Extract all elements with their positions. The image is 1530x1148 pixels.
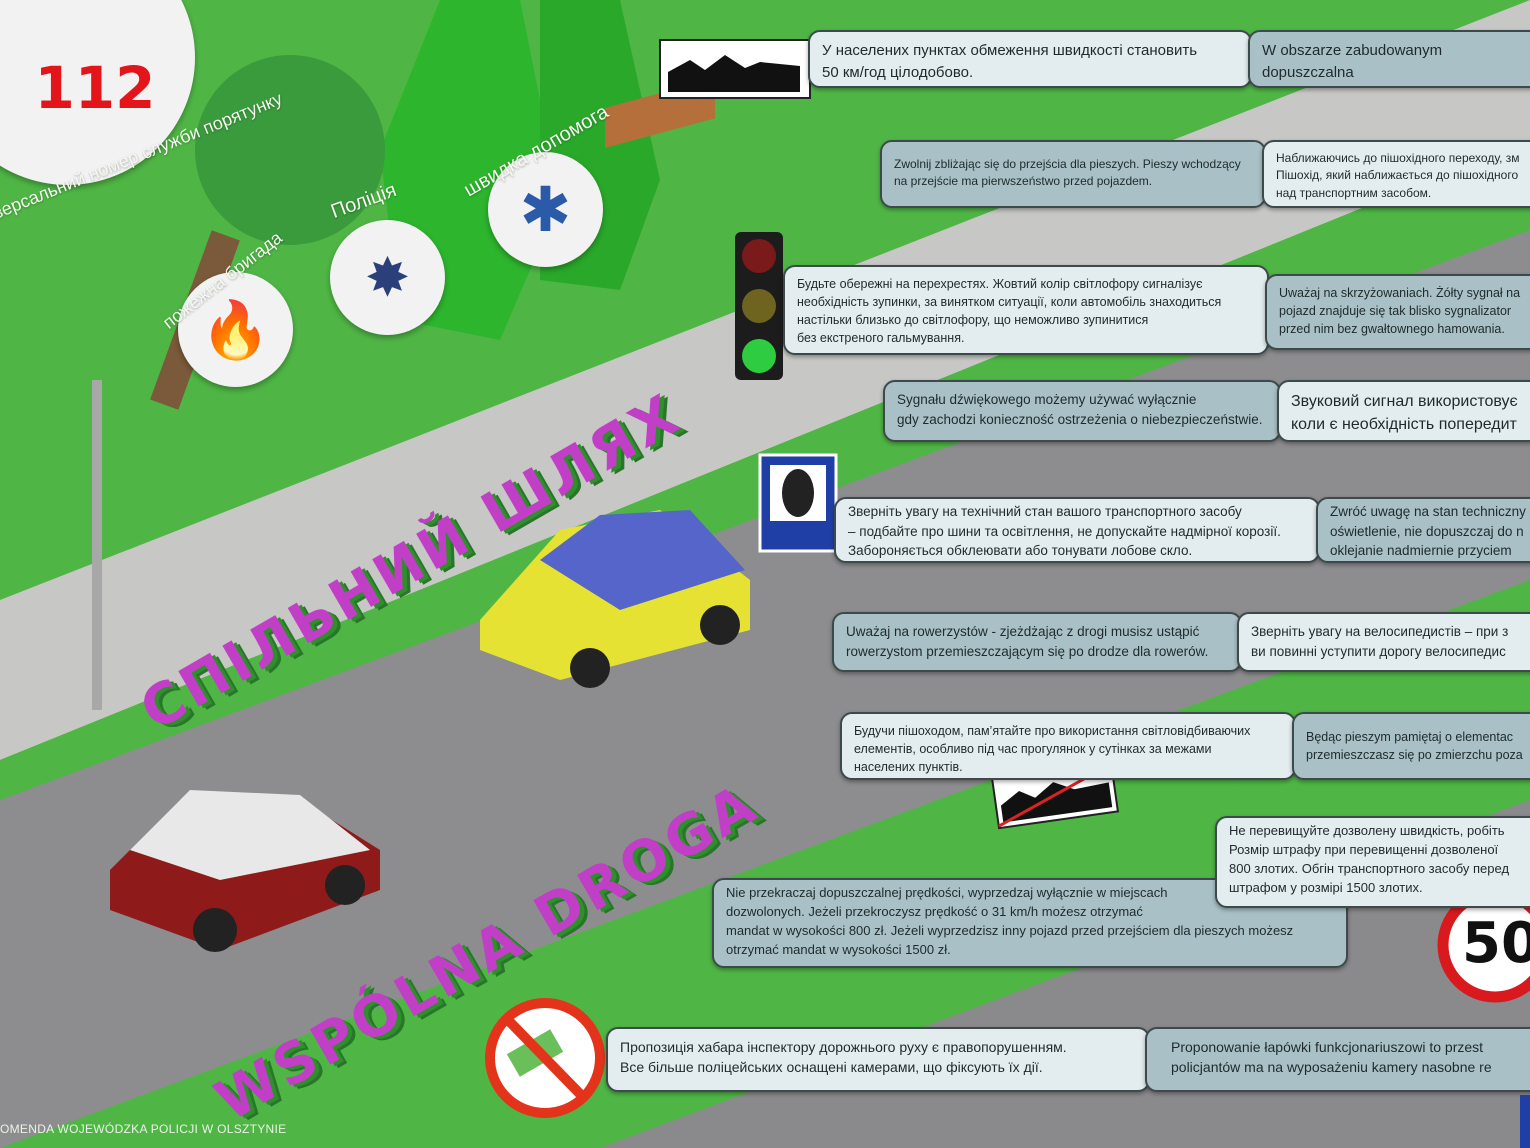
tip-5-ua: Зверніть увагу на технічний стан вашого … [834,497,1320,563]
tip-7-ua: Будучи пішоходом, пам’ятайте про викорис… [840,712,1296,780]
road [0,230,1530,1148]
tip-7-pl: Będąc pieszym pamiętaj o elementac przem… [1292,712,1530,780]
blue-yellow-car [480,510,750,688]
fire-brigade-icon: 🔥 [178,272,293,387]
tree-icon [195,55,385,245]
tip-5-pl: Zwróć uwagę na stan techniczny oświetlen… [1316,497,1530,563]
street-lamp [92,380,102,710]
tip-4-pl: Sygnału dźwiękowego możemy używać wyłącz… [883,380,1281,442]
corner-badge [1520,1095,1530,1148]
tip-1-ua: У населених пунктах обмеження швидкості … [808,30,1252,88]
tip-3-pl: Uważaj na skrzyżowaniach. Żółty sygnał n… [1265,274,1530,350]
tip-2-pl: Zwolnij zbliżając się do przejścia dla p… [880,140,1266,208]
tip-1-pl: W obszarze zabudowanym dopuszczalna 50 k… [1248,30,1530,88]
tip-9-ua: Пропозиція хабара інспектору дорожнього … [606,1027,1150,1092]
tip-8-ua: Не перевищуйте дозволену швидкість, робі… [1215,816,1530,908]
footer-credit: OMENDA WOJEWÓDZKA POLICJI W OLSZTYNIE [0,1122,287,1136]
red-white-car [110,790,380,952]
traffic-light-green [742,339,776,373]
traffic-light-yellow [742,289,776,323]
police-icon: ✸ [330,220,445,335]
tip-2-ua: Наближаючись до пішохідного переходу, зм… [1262,140,1530,208]
traffic-light-red [742,239,776,273]
tip-6-pl: Uważaj na rowerzystów - zjeżdżając z dro… [832,612,1242,672]
emergency-number: 112 [34,53,156,122]
speed-limit-value: 50 [1462,911,1530,976]
tip-3-ua: Будьте обережні на перехрестях. Жовтий к… [783,265,1269,355]
tip-4-ua: Звуковий сигнал використовує коли є необ… [1277,380,1530,442]
town-entry-sign-icon [659,39,811,99]
tip-9-pl: Proponowanie łapówki funkcjonariuszowi t… [1145,1027,1530,1092]
tip-8-pl: Nie przekraczaj dopuszczalnej prędkości,… [712,878,1348,968]
no-bribe-sign-icon [485,998,605,1118]
tip-6-ua: Зверніть увагу на велосипедистів – при з… [1237,612,1530,672]
tire-sign-icon [758,453,838,553]
ambulance-icon: ✱ [488,152,603,267]
